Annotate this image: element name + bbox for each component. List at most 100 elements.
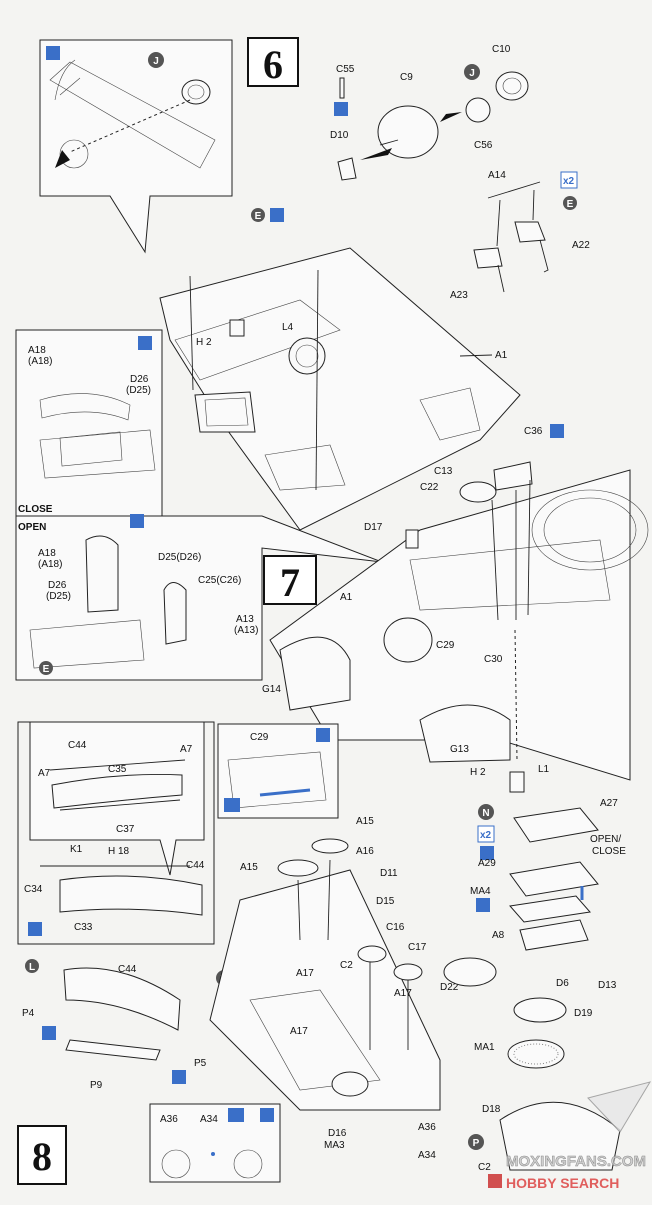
label-c16: C16 [386,922,405,933]
label-a34: A34 [418,1150,436,1161]
label-a17-top: A17 [296,968,314,979]
marker-l: L [29,962,35,973]
label-c36: C36 [524,426,543,437]
label-a7-right: A7 [180,744,193,755]
hatch-close-open-detail: A18 (A18) D26 (D25) CLOSE OPEN A18 (A18)… [15,329,383,681]
label-d16: D16 [328,1128,347,1139]
marker-e-hull: E [255,211,262,222]
label-a13p: (A13) [234,625,258,636]
qty-x2-n: x2 [480,830,492,841]
label-a1b: A1 [340,592,353,603]
label-d25p-open: (D25) [46,591,71,602]
label-a15-left: A15 [240,862,258,873]
label-c35: C35 [108,764,127,775]
label-c9: C9 [400,72,413,83]
label-a18-open: A18 [38,548,56,559]
watermark: MOXINGFANS.COM HOBBY SEARCH [488,1081,652,1191]
label-a23: A23 [450,290,468,301]
label-p4: P4 [22,1008,35,1019]
qty-h2: H 2 [196,337,212,348]
label-c10: C10 [492,44,511,55]
label-p5: P5 [194,1058,207,1069]
label-c30: C30 [484,654,503,665]
label-g14: G14 [262,684,281,695]
label-d13: D13 [598,980,617,991]
label-a17-low: A17 [290,1026,308,1037]
marker-j-icon [148,52,164,68]
label-a22: A22 [572,240,590,251]
label-a18-close: A18 [28,345,46,356]
marker-j2-label: J [469,68,475,79]
grille-group-n: N x2 A27 OPEN/CLOSE A29 MA4 A8 D22 D6 D1… [440,798,626,1173]
label-c44-top: C44 [68,740,87,751]
label-a34-detail: A34 [200,1114,218,1125]
label-c56: C56 [474,140,493,151]
label-a18p-close: (A18) [28,356,52,367]
a36-a34-detail: A36 A34 [149,1103,281,1183]
label-a13: A13 [236,614,254,625]
marker-j-label: J [153,56,159,67]
label-d6: D6 [556,978,569,989]
periscope-parts: C55 D10 C9 J C10 C56 [330,44,529,181]
qty-h18: H 18 [108,846,130,857]
hull-a1-lower: A1 G14 G13 C29 C30 D17 C13 C22 C36 L1 H … [262,424,649,793]
label-c29-detail: C29 [250,732,269,743]
label-c2: C2 [340,960,353,971]
step-6-box [247,37,299,87]
label-d26-open: D26 [48,580,67,591]
label-a18p-open: (A18) [38,559,62,570]
step-8-number: 8 [32,1134,52,1179]
hull-a1-upper: A1 E L4 H 2 [159,208,521,531]
label-close: CLOSE [18,504,53,515]
marker-e-detail: E [43,664,50,675]
label-a36: A36 [418,1122,436,1133]
label-a27: A27 [600,798,618,809]
exhaust-detail: C44 A7 A7 C35 C37 K1 H 18 C44 C34 C33 [17,721,215,945]
label-d10: D10 [330,130,349,141]
label-a29: A29 [478,858,496,869]
qty-x2: x2 [563,176,575,187]
marker-p: P [473,1138,480,1149]
label-d22: D22 [440,982,459,993]
marker-e-top: E [567,199,574,210]
label-d18: D18 [482,1104,501,1115]
label-l1: L1 [538,764,550,775]
label-c17: C17 [408,942,427,953]
label-d25p-close: (D25) [126,385,151,396]
label-a16: A16 [356,846,374,857]
watermark-line2: HOBBY SEARCH [506,1175,619,1191]
qty-x2-badge [560,171,578,189]
label-d25d26: D25(D26) [158,552,201,563]
label-d26-close: D26 [130,374,149,385]
label-c37: C37 [116,824,135,835]
label-p9: P9 [90,1080,103,1091]
label-open-close: OPEN/CLOSE [590,834,626,857]
engine-deck-m: M A15 A15 A16 D11 D15 C16 C17 A17 C2 A17… [209,816,441,1161]
label-a8: A8 [492,930,505,941]
step-6-number: 6 [263,42,283,87]
label-d19: D19 [574,1008,593,1019]
label-a1: A1 [495,350,508,361]
a14-group: A14 x2 E A22 A23 [450,170,590,301]
label-c34: C34 [24,884,43,895]
label-c33: C33 [74,922,93,933]
label-c44-bottom: C44 [118,964,137,975]
label-d17: D17 [364,522,383,533]
label-d11: D11 [380,868,398,879]
label-k1: K1 [70,844,83,855]
detail-callout-hatch: J [39,39,233,254]
cement-icon [334,102,348,116]
label-a15-right: A15 [356,816,374,827]
label-a17-right: A17 [394,988,412,999]
marker-n: N [482,808,489,819]
label-c55: C55 [336,64,355,75]
label-c44-mid: C44 [186,860,205,871]
qty-h2-b: H 2 [470,767,486,778]
label-ma3: MA3 [324,1140,345,1151]
label-c22: C22 [420,482,439,493]
label-g13: G13 [450,744,469,755]
label-d15: D15 [376,896,395,907]
label-c25c26: C25(C26) [198,575,241,586]
glue-icon [46,46,60,60]
